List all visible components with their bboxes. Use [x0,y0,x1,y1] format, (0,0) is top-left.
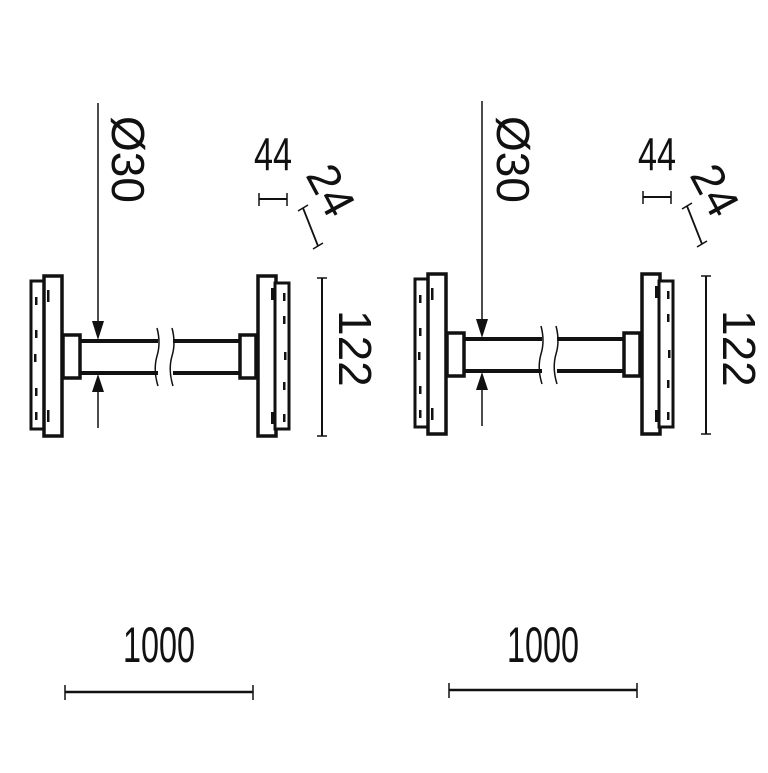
flange-height-label: 122 [329,310,381,387]
flange-depth-label: 44 [638,128,676,180]
length-label: 1000 [123,617,195,673]
left-view: Ø30 44 24 122 1000 [29,101,381,702]
plate-depth-label: 24 [296,155,366,225]
right-view: Ø30 44 24 122 1000 [413,99,765,700]
length-label: 1000 [507,617,579,673]
rail-outline-right [413,99,713,700]
tube-diameter-label: Ø30 [487,116,539,203]
flange-height-label: 122 [713,310,765,387]
flange-depth-label: 44 [254,128,292,180]
rail-outline-left [29,101,329,702]
tube-diameter-label: Ø30 [102,116,154,203]
